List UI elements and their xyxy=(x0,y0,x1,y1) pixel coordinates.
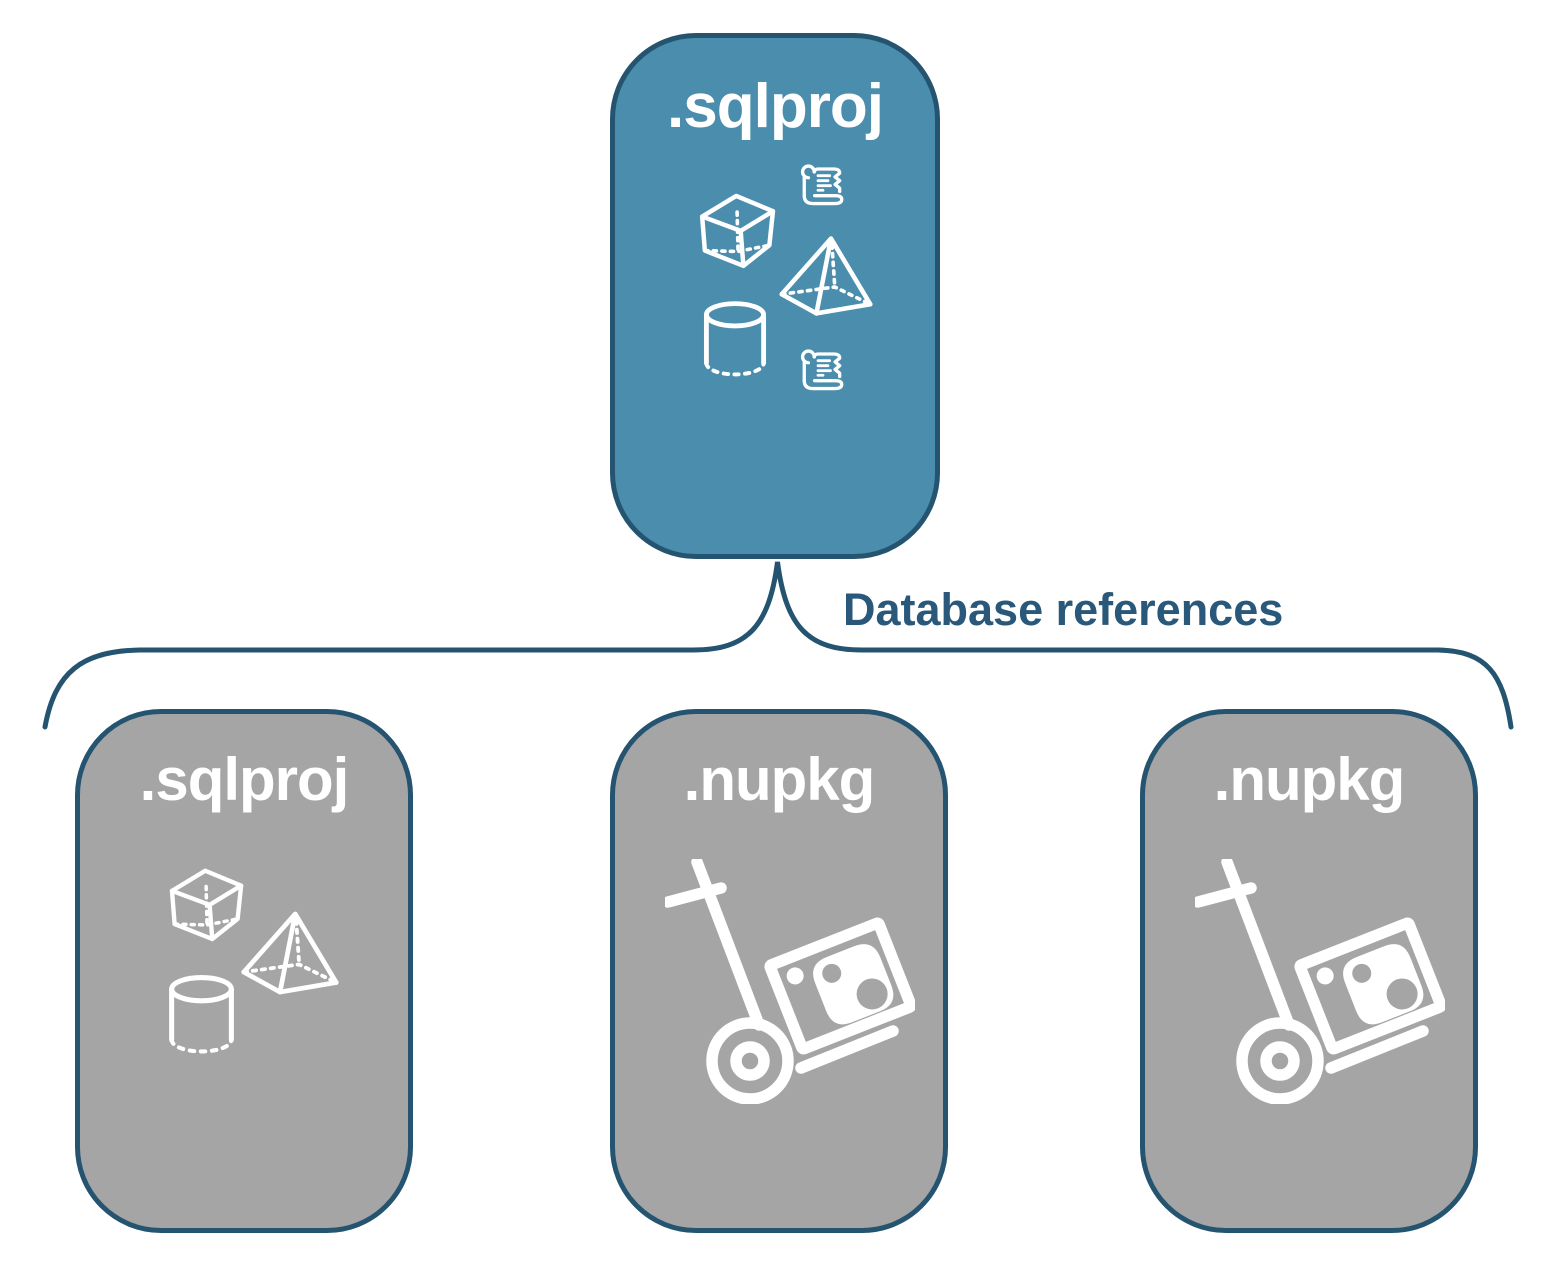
node-title: .nupkg xyxy=(683,746,876,813)
node-title: .sqlproj xyxy=(667,72,884,141)
node-child-nupkg-1: .nupkg xyxy=(610,709,948,1233)
script-icon xyxy=(800,164,844,206)
node-child-sqlproj: .sqlproj xyxy=(75,709,413,1233)
node-title: .nupkg xyxy=(1213,746,1406,813)
node-root-sqlproj: .sqlproj xyxy=(610,33,940,559)
cylinder-icon xyxy=(703,301,767,379)
hand-truck-package-icon xyxy=(1195,859,1445,1104)
cube-icon xyxy=(693,187,783,273)
node-child-nupkg-2: .nupkg xyxy=(1140,709,1478,1233)
cylinder-icon xyxy=(168,975,235,1056)
cube-icon xyxy=(163,862,251,946)
node-title: .sqlproj xyxy=(139,746,350,813)
pyramid-icon xyxy=(240,909,340,997)
hand-truck-package-icon xyxy=(665,859,915,1104)
script-icon xyxy=(800,349,844,391)
connector-label: Database references xyxy=(843,584,1284,635)
pyramid-icon xyxy=(778,234,874,318)
